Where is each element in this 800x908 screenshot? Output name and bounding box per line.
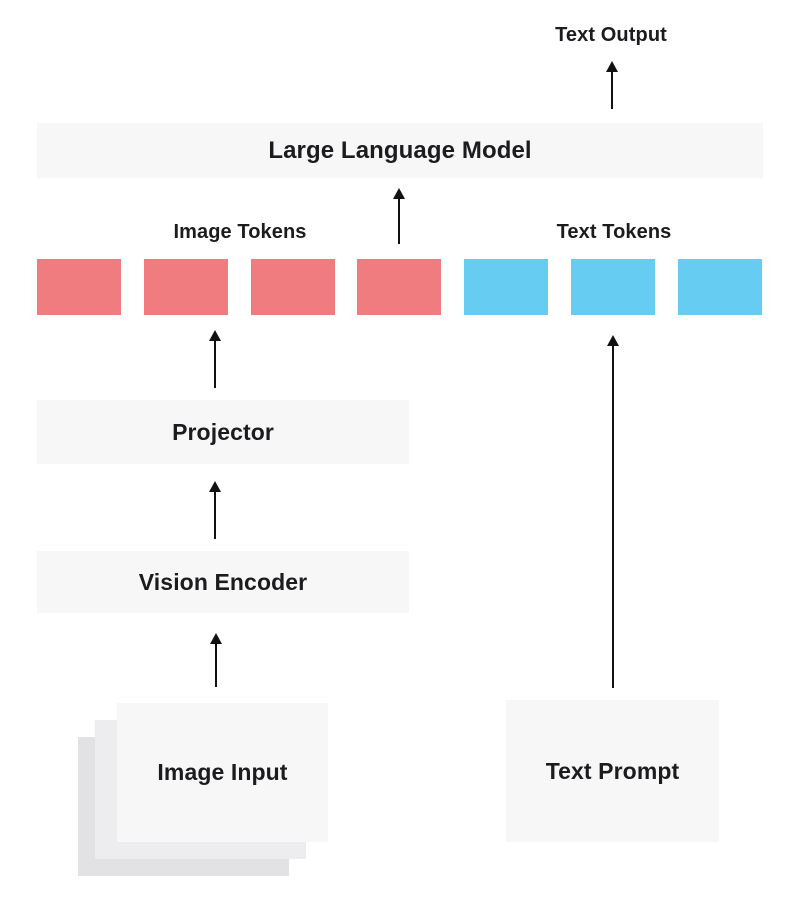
arrow-head-icon [210,633,222,644]
arrow-image-input-to-vision-encoder-icon [209,633,223,687]
projector-box: Projector [37,400,409,464]
vision-encoder-box: Vision Encoder [37,551,409,613]
text-token-square [677,259,762,315]
arrow-shaft [398,199,400,244]
image-input-label: Image Input [157,759,288,785]
arrow-head-icon [393,188,405,199]
image-token-square [250,259,335,315]
arrow-shaft [611,72,613,109]
arrow-tokens-to-llm-icon [392,188,406,244]
image-token-square [357,259,442,315]
arrow-head-icon [606,61,618,72]
arrow-llm-to-text-output-icon [605,61,619,109]
llm-label: Large Language Model [268,136,532,164]
arrow-shaft [214,341,216,388]
image-input-card-front: Image Input [117,703,328,842]
projector-label: Projector [172,418,274,445]
text-prompt-label: Text Prompt [545,757,680,784]
text-tokens-label: Text Tokens [556,221,672,243]
arrow-shaft [612,346,614,688]
arrow-text-prompt-to-text-tokens-icon [606,335,620,688]
text-token-square [571,259,656,315]
text-prompt-box: Text Prompt [506,700,719,842]
arrow-head-icon [209,330,221,341]
arrow-projector-to-image-tokens-icon [208,330,222,388]
text-output-label: Text Output [555,24,667,46]
llm-box: Large Language Model [37,123,763,178]
arrow-vision-encoder-to-projector-icon [208,481,222,539]
image-tokens-label: Image Tokens [173,221,307,243]
arrow-shaft [215,644,217,687]
vision-encoder-label: Vision Encoder [138,568,308,595]
image-token-square [37,259,121,315]
arrow-head-icon [209,481,221,492]
token-row [37,259,762,315]
image-token-square [143,259,228,315]
text-token-square [464,259,549,315]
arrow-shaft [214,492,216,539]
arrow-head-icon [607,335,619,346]
